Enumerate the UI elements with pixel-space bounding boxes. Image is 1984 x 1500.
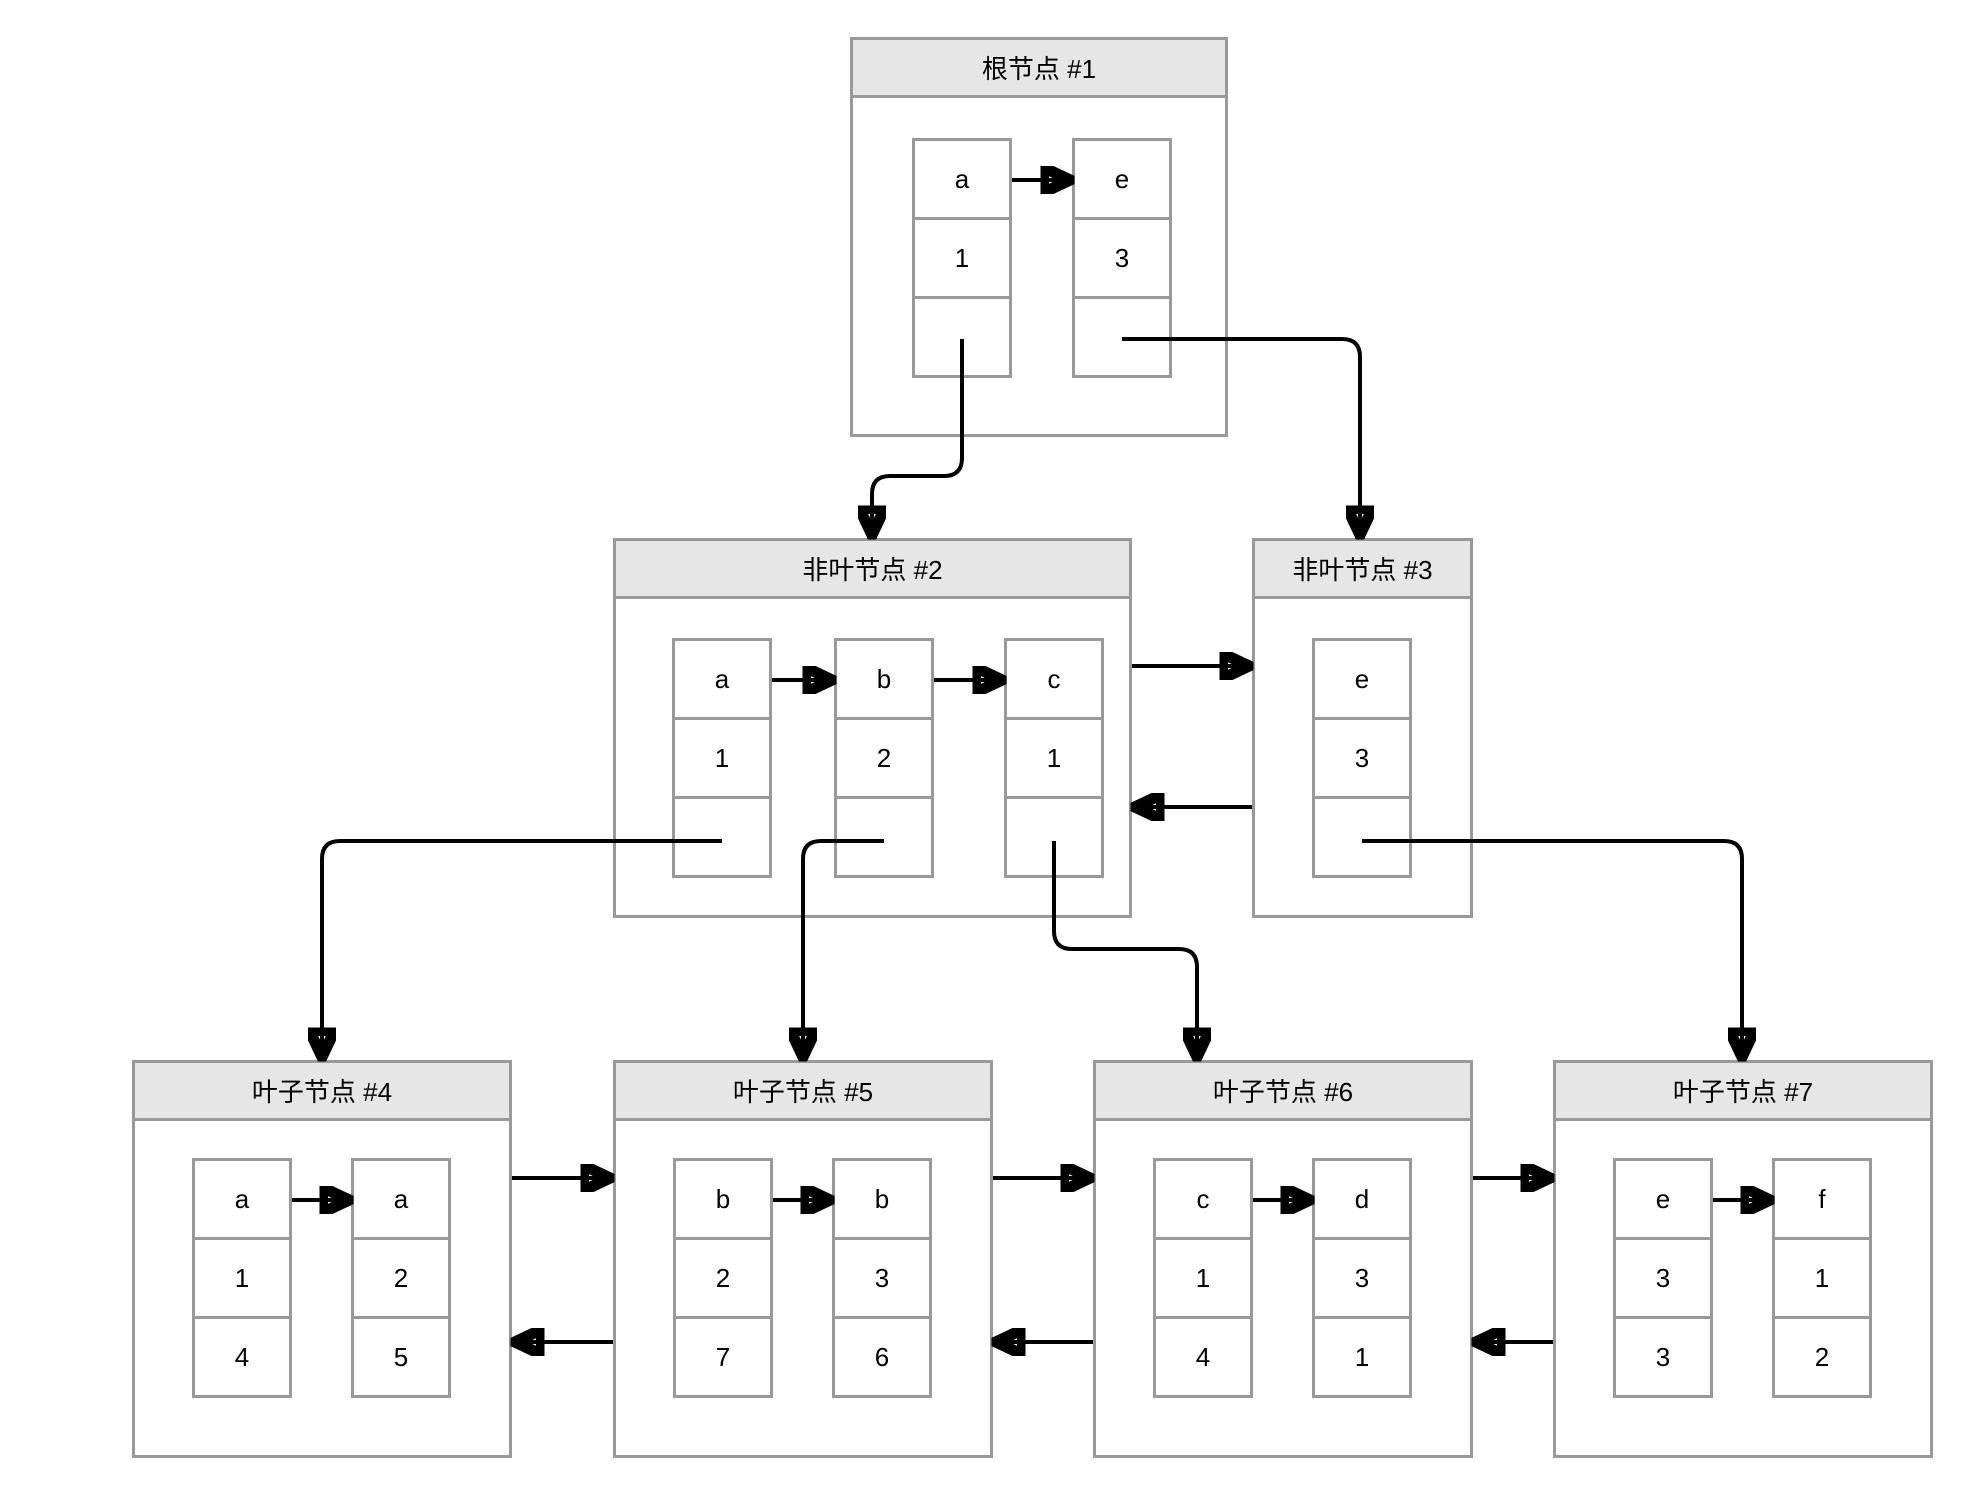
key-cell: b (837, 641, 931, 720)
key-cell: d (1315, 1161, 1409, 1240)
pointer-cell: 7 (715, 1341, 731, 1372)
node-title: 根节点 #1 (853, 40, 1225, 98)
pointer-cell (837, 799, 931, 875)
entry: b 2 7 (673, 1158, 773, 1398)
node-leaf-6: 叶子节点 #6 c 1 4 d 3 1 (1093, 1060, 1473, 1458)
entry: d 3 1 (1312, 1158, 1412, 1398)
node-leaf-4: 叶子节点 #4 a 1 4 a 2 5 (132, 1060, 512, 1458)
node-internal-3: 非叶节点 #3 e 3 (1252, 538, 1473, 918)
value-cell: 1 (1156, 1240, 1250, 1319)
node-title: 叶子节点 #7 (1556, 1063, 1930, 1121)
pointer-cell: 4 (1195, 1341, 1211, 1372)
value-cell: 1 (195, 1240, 289, 1319)
pointer-cell (1315, 799, 1409, 875)
node-root-1: 根节点 #1 a 1 e 3 (850, 37, 1228, 437)
pointer-cell: 1 (1354, 1341, 1370, 1372)
pointer-cell (1075, 299, 1169, 375)
key-cell: b (835, 1161, 929, 1240)
key-cell: f (1775, 1161, 1869, 1240)
value-cell: 3 (1315, 720, 1409, 799)
entry: a 1 (912, 138, 1012, 378)
entry: f 1 2 (1772, 1158, 1872, 1398)
pointer-cell: 6 (874, 1341, 890, 1372)
entry: e 3 (1312, 638, 1412, 878)
value-cell: 1 (675, 720, 769, 799)
entry: c 1 (1004, 638, 1104, 878)
entry: a 1 (672, 638, 772, 878)
key-cell: e (1616, 1161, 1710, 1240)
key-cell: b (676, 1161, 770, 1240)
entry: e 3 3 (1613, 1158, 1713, 1398)
node-title: 非叶节点 #3 (1255, 541, 1470, 599)
pointer-cell: 2 (1814, 1341, 1830, 1372)
value-cell: 2 (676, 1240, 770, 1319)
node-title: 叶子节点 #5 (616, 1063, 990, 1121)
pointer-cell: 3 (1655, 1341, 1671, 1372)
entry: a 1 4 (192, 1158, 292, 1398)
entry: c 1 4 (1153, 1158, 1253, 1398)
value-cell: 2 (837, 720, 931, 799)
node-title: 叶子节点 #4 (135, 1063, 509, 1121)
value-cell: 3 (1075, 220, 1169, 299)
key-cell: e (1315, 641, 1409, 720)
value-cell: 1 (915, 220, 1009, 299)
pointer-cell (1007, 799, 1101, 875)
key-cell: a (354, 1161, 448, 1240)
node-leaf-5: 叶子节点 #5 b 2 7 b 3 6 (613, 1060, 993, 1458)
node-internal-2: 非叶节点 #2 a 1 b 2 c 1 (613, 538, 1132, 918)
value-cell: 3 (1315, 1240, 1409, 1319)
entry: a 2 5 (351, 1158, 451, 1398)
node-title: 叶子节点 #6 (1096, 1063, 1470, 1121)
key-cell: e (1075, 141, 1169, 220)
entry: e 3 (1072, 138, 1172, 378)
value-cell: 3 (1616, 1240, 1710, 1319)
value-cell: 2 (354, 1240, 448, 1319)
pointer-cell (915, 299, 1009, 375)
key-cell: a (675, 641, 769, 720)
key-cell: a (195, 1161, 289, 1240)
value-cell: 1 (1007, 720, 1101, 799)
entry: b 2 (834, 638, 934, 878)
value-cell: 3 (835, 1240, 929, 1319)
node-leaf-7: 叶子节点 #7 e 3 3 f 1 2 (1553, 1060, 1933, 1458)
pointer-cell: 4 (234, 1341, 250, 1372)
pointer-cell: 5 (393, 1341, 409, 1372)
key-cell: c (1007, 641, 1101, 720)
pointer-cell (675, 799, 769, 875)
value-cell: 1 (1775, 1240, 1869, 1319)
node-title: 非叶节点 #2 (616, 541, 1129, 599)
key-cell: a (915, 141, 1009, 220)
entry: b 3 6 (832, 1158, 932, 1398)
key-cell: c (1156, 1161, 1250, 1240)
